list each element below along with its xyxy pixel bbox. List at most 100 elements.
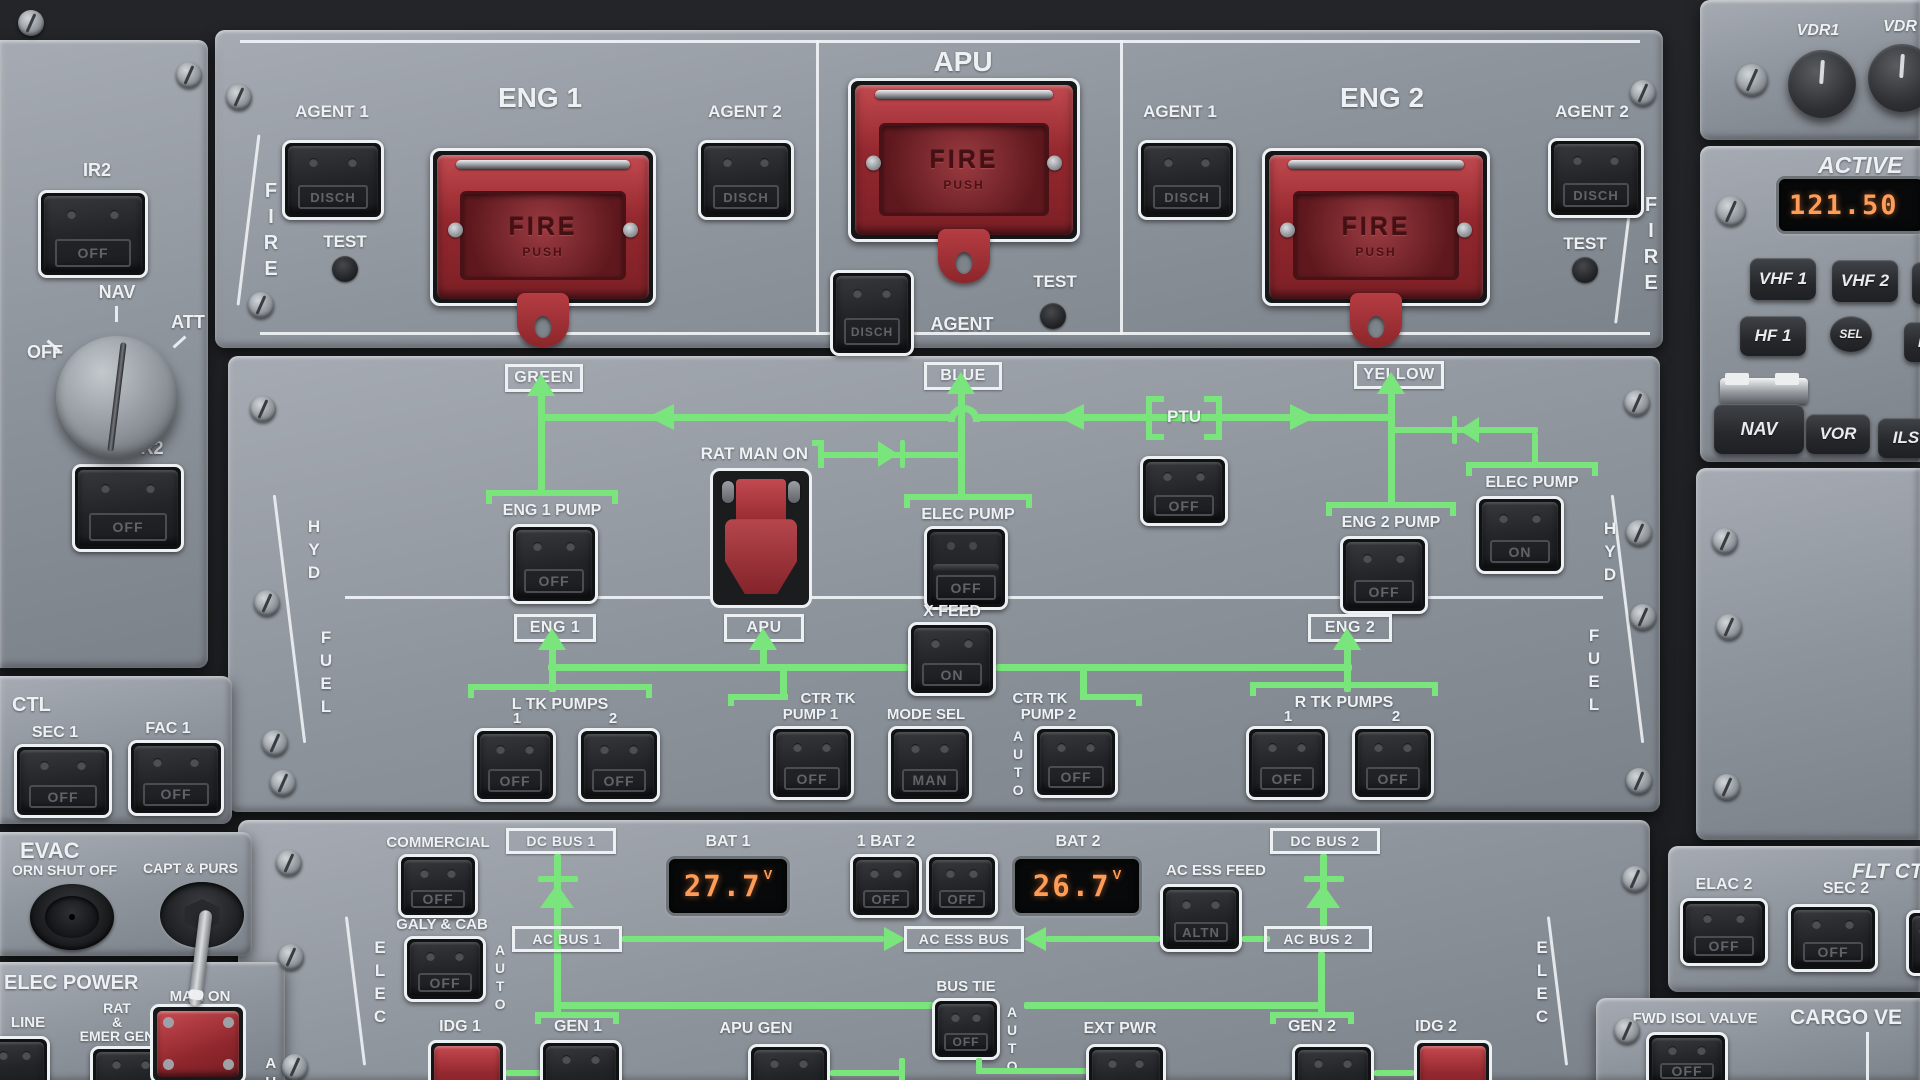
button-face (1298, 1050, 1368, 1080)
ac-ess-feed-button[interactable]: ALTN (1160, 884, 1242, 952)
button-face: OFF (938, 1004, 994, 1054)
apu-fire-pushbutton[interactable]: FIRE PUSH (848, 78, 1080, 283)
vor-button[interactable]: VOR (1806, 414, 1870, 454)
ctr-tk-pump2-button[interactable]: OFF (1034, 726, 1118, 798)
eng2-test-label: TEST (1563, 234, 1607, 253)
horn-shut-off-button[interactable] (30, 884, 114, 950)
apu-test-label: TEST (1033, 272, 1077, 291)
dc-bus1-arrow-up (540, 884, 574, 908)
ltk-bracket (468, 684, 652, 698)
hf1-button[interactable]: HF 1 (1740, 316, 1806, 356)
button-face: OFF (584, 734, 654, 796)
blue-elec-pump-label: ELEC PUMP (921, 506, 1015, 523)
apu-gen-button[interactable] (748, 1044, 830, 1080)
galy-state: OFF (417, 972, 473, 993)
eng1-fire-pushbutton[interactable]: FIRE PUSH (430, 148, 656, 348)
fire-pull-tab[interactable] (1350, 293, 1402, 348)
ir2-button[interactable]: OFF (38, 190, 148, 278)
fuel-eng2-riser (1344, 646, 1351, 692)
button-face: DISCH (1554, 144, 1638, 212)
eng1-agent1-disch-button[interactable]: DISCH (282, 140, 384, 220)
sec2-button[interactable]: OFF (1788, 904, 1878, 972)
ir2-state: OFF (54, 239, 132, 267)
vdr1-label: VDR1 (1796, 22, 1840, 39)
hf2-button[interactable]: H (1904, 322, 1920, 362)
screw (1624, 390, 1650, 416)
button-face: OFF (1794, 910, 1872, 966)
button-face (1912, 916, 1920, 970)
eng2-pump-button[interactable]: OFF (1340, 536, 1428, 614)
bat2-button[interactable]: OFF (926, 854, 998, 918)
screw (1736, 64, 1768, 96)
rtk-pump1-button[interactable]: OFF (1246, 726, 1328, 800)
ctr-tk-pump1-button[interactable]: OFF (770, 726, 854, 800)
rtk-label: R TK PUMPS (1294, 694, 1394, 711)
vhf2-caption: VHF 2 (1840, 271, 1890, 290)
vdr2-knob[interactable] (1868, 44, 1920, 112)
r2-button[interactable]: OFF (72, 464, 184, 552)
fire-pull-tab[interactable] (517, 293, 569, 348)
yellow-elec-pump-state: ON (1490, 539, 1550, 564)
ptu-button[interactable]: OFF (1140, 456, 1228, 526)
apu-title: APU (933, 46, 993, 77)
active-frequency-value: 121.50 (1789, 189, 1899, 221)
ltk-pump1-button[interactable]: OFF (474, 728, 556, 802)
eng1-test-button[interactable] (332, 256, 358, 282)
apu-agent-disch-button[interactable]: DISCH (830, 270, 914, 356)
xfeed-button[interactable]: ON (908, 622, 996, 696)
ext-pwr-button[interactable] (1086, 1044, 1166, 1080)
rat-man-on-switch[interactable] (710, 468, 812, 608)
ac-ess-feed-label: AC ESS FEED (1165, 862, 1267, 879)
ctr2-label-line2: PUMP 2 (1020, 706, 1077, 723)
line-button[interactable] (0, 1036, 50, 1080)
eng1-pump-button[interactable]: OFF (510, 524, 598, 604)
mode-sel-button[interactable]: MAN (888, 726, 972, 802)
fire-rail-left: FIRE (260, 180, 282, 284)
bat1-button[interactable]: OFF (850, 854, 922, 918)
fire-panel-bottom-line (260, 332, 1650, 335)
eng1-title: ENG 1 (497, 82, 583, 113)
gen1-button[interactable] (540, 1040, 622, 1080)
eng1-agent2-disch-button[interactable]: DISCH (698, 140, 794, 220)
commercial-button[interactable]: OFF (398, 854, 478, 918)
hyd-arrow-left (1058, 404, 1084, 430)
vhf2-button[interactable]: VHF 2 (1832, 260, 1898, 302)
mode-sel-label: MODE SEL (886, 706, 966, 723)
yellow-elec-pump-bracket (1466, 462, 1598, 476)
man-on-guarded-switch[interactable] (150, 1004, 246, 1080)
apu-test-button[interactable] (1040, 303, 1066, 329)
sec2-state: OFF (1802, 941, 1864, 963)
idg2-button[interactable] (1414, 1040, 1492, 1080)
hf2-caption: H (1918, 332, 1920, 352)
fac1-button[interactable]: OFF (128, 740, 224, 816)
eng2-test-button[interactable] (1572, 257, 1598, 283)
fire-panel-top-line (240, 40, 1640, 43)
vhf1-button[interactable]: VHF 1 (1750, 258, 1816, 300)
gen2-button[interactable] (1292, 1044, 1374, 1080)
yellow-elec-pump-button[interactable]: ON (1476, 496, 1564, 574)
vdr1-knob[interactable] (1788, 50, 1856, 118)
blue-elec-pump-button[interactable]: OFF (924, 526, 1008, 610)
fwd-isol-valve-button[interactable]: OFF (1646, 1032, 1728, 1080)
eng2-agent1-disch-button[interactable]: DISCH (1138, 140, 1236, 220)
adirs-mode-knob[interactable] (56, 336, 178, 458)
idg1-button[interactable] (428, 1040, 506, 1080)
ils-button[interactable]: ILS (1878, 418, 1920, 458)
eng2-fire-pushbutton[interactable]: FIRE PUSH (1262, 148, 1490, 348)
left-flt-ctl-panel: CTL SEC 1 OFF FAC 1 OFF (0, 676, 232, 824)
eng2-agent2-disch-button[interactable]: DISCH (1548, 138, 1644, 218)
rat-emer-gen-label-2: & (111, 1014, 123, 1030)
galy-cab-button[interactable]: OFF (404, 936, 486, 1002)
nav-key-button[interactable]: NAV (1714, 404, 1804, 454)
fire-pull-tab[interactable] (938, 229, 990, 283)
fire-guard-hinge (1288, 160, 1464, 169)
rtk-pump2-button[interactable]: OFF (1352, 726, 1434, 800)
ltk-pump2-button[interactable]: OFF (578, 728, 660, 802)
nav-guard-latch[interactable] (1720, 373, 1808, 404)
bus-tie-button[interactable]: OFF (932, 998, 1000, 1060)
vhf3-button[interactable]: V (1912, 262, 1920, 304)
third-flt-ctl-button[interactable] (1906, 910, 1920, 976)
screw (1626, 520, 1652, 546)
elac2-button[interactable]: OFF (1680, 898, 1768, 966)
sec1-button[interactable]: OFF (14, 744, 112, 818)
